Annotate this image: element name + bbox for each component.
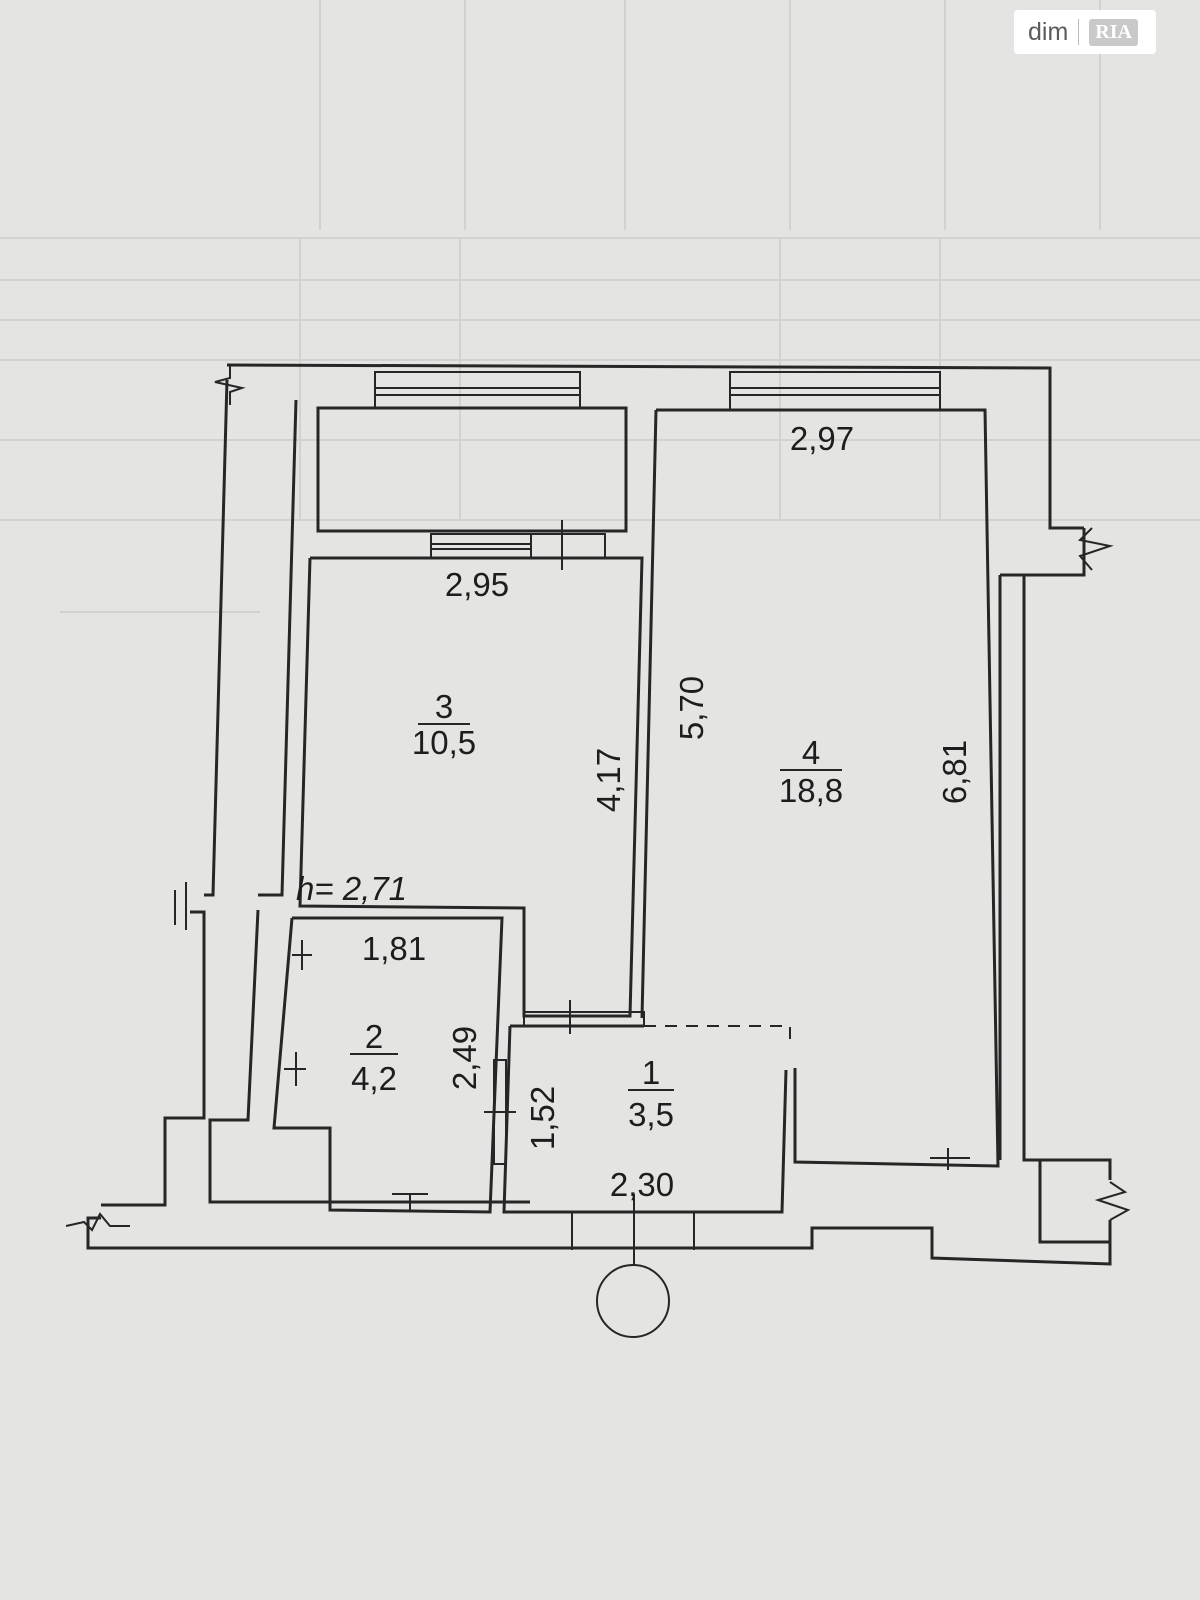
room-3-number: 3 [435,688,453,725]
dim-room2-height: 2,49 [446,1026,483,1090]
dim-room3-width: 2,95 [445,566,509,603]
balcony [316,371,628,533]
room-4-number: 4 [802,734,820,771]
room-2 [272,916,516,1214]
door-room3-hall [523,1000,791,1046]
room-2-area: 4,2 [351,1060,397,1097]
dim-room4-width: 2,97 [790,420,854,457]
watermark-ria-logo: RIA [1089,18,1138,46]
watermark-separator [1078,19,1080,45]
dim-room1-width: 2,30 [610,1166,674,1203]
dim-room4-height: 6,81 [936,740,973,804]
dim-room1-height: 1,52 [524,1086,561,1150]
room-4 [640,371,1000,1170]
outer-wall-inner-face [208,399,1110,1244]
room-labels: 3 10,5 4 18,8 2 4,2 1 3,5 [350,688,843,1133]
dim-room3-height: 4,17 [590,748,627,812]
dimria-watermark: dim RIA [1014,10,1156,54]
room-2-number: 2 [365,1018,383,1055]
dim-room2-width: 1,81 [362,930,426,967]
room-4-area: 18,8 [779,772,843,809]
room-1 [502,1024,788,1338]
watermark-dim-text: dim [1028,17,1069,46]
outer-wall [86,363,1112,1266]
room-1-number: 1 [642,1054,660,1091]
dim-room4-inner-height: 5,70 [673,676,710,740]
background-table-ghost [0,0,1200,613]
entrance-marker-circle [596,1264,670,1338]
dimension-labels: 2,97 2,95 5,70 6,81 4,17 1,81 2,49 1,52 … [296,420,973,1203]
wall-break-markers [65,365,1131,1232]
room-3-area: 10,5 [412,724,476,761]
room-1-area: 3,5 [628,1096,674,1133]
ceiling-height: h= 2,71 [296,870,407,907]
